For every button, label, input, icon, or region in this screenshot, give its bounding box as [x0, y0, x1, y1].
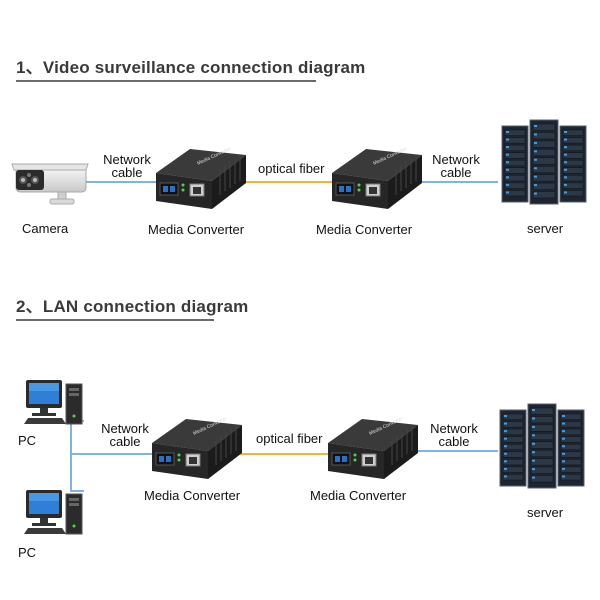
s2-network-cable-left-line2: cable	[109, 434, 141, 449]
s2-network-cable-right-line1: Network	[430, 421, 478, 436]
section2-title-rule	[16, 319, 214, 321]
pc-icon-1	[22, 378, 90, 428]
s1-server-rack-icon	[500, 119, 590, 206]
s2-network-cable-line-left	[70, 453, 155, 455]
s2-converter1-label: Media Converter	[144, 488, 241, 503]
s1-network-cable-line-left	[86, 181, 158, 183]
s2-media-converter-1: Media Converter	[146, 413, 246, 483]
pc-icon-2	[22, 488, 90, 538]
section2-title: 2、LAN connection diagram	[16, 297, 249, 316]
s1-network-cable-label-right: Network cable	[428, 153, 484, 179]
s1-network-cable-line-right	[420, 181, 498, 183]
camera-icon	[10, 158, 90, 208]
s2-network-cable-label-left: Network cable	[97, 422, 153, 448]
s2-network-cable-label-right: Network cable	[426, 422, 482, 448]
s2-optical-fiber-label: optical fiber	[256, 431, 323, 446]
camera-label: Camera	[22, 221, 69, 236]
s2-converter2-label: Media Converter	[310, 488, 407, 503]
s2-network-cable-line-right	[416, 450, 498, 452]
s2-network-cable-left-line1: Network	[101, 421, 149, 436]
s1-media-converter-2: Media Converter	[326, 143, 426, 213]
s2-optical-fiber-line	[238, 453, 333, 455]
section1-title: 1、Video surveillance connection diagram	[16, 58, 366, 77]
s2-pc-cable-trunk	[70, 420, 72, 492]
s1-server-label: server	[527, 221, 564, 236]
s2-server-rack-icon	[498, 403, 588, 490]
s1-network-cable-label-left: Network cable	[99, 153, 155, 179]
s1-media-converter-1: Media Converter	[150, 143, 250, 213]
pc2-label: PC	[18, 545, 37, 560]
s1-optical-fiber-line	[242, 181, 337, 183]
section1-title-rule	[16, 80, 316, 82]
pc1-label: PC	[18, 433, 37, 448]
s1-optical-fiber-label: optical fiber	[258, 161, 325, 176]
s2-media-converter-2: Media Converter	[322, 413, 422, 483]
s2-pc2-cable-stub	[70, 490, 84, 492]
s1-network-cable-right-line2: cable	[440, 165, 472, 180]
s1-converter1-label: Media Converter	[148, 222, 245, 237]
s1-network-cable-left-line2: cable	[111, 165, 143, 180]
s1-network-cable-right-line1: Network	[432, 152, 480, 167]
s2-network-cable-right-line2: cable	[438, 434, 470, 449]
s1-converter2-label: Media Converter	[316, 222, 413, 237]
s2-server-label: server	[527, 505, 564, 520]
s1-network-cable-left-line1: Network	[103, 152, 151, 167]
